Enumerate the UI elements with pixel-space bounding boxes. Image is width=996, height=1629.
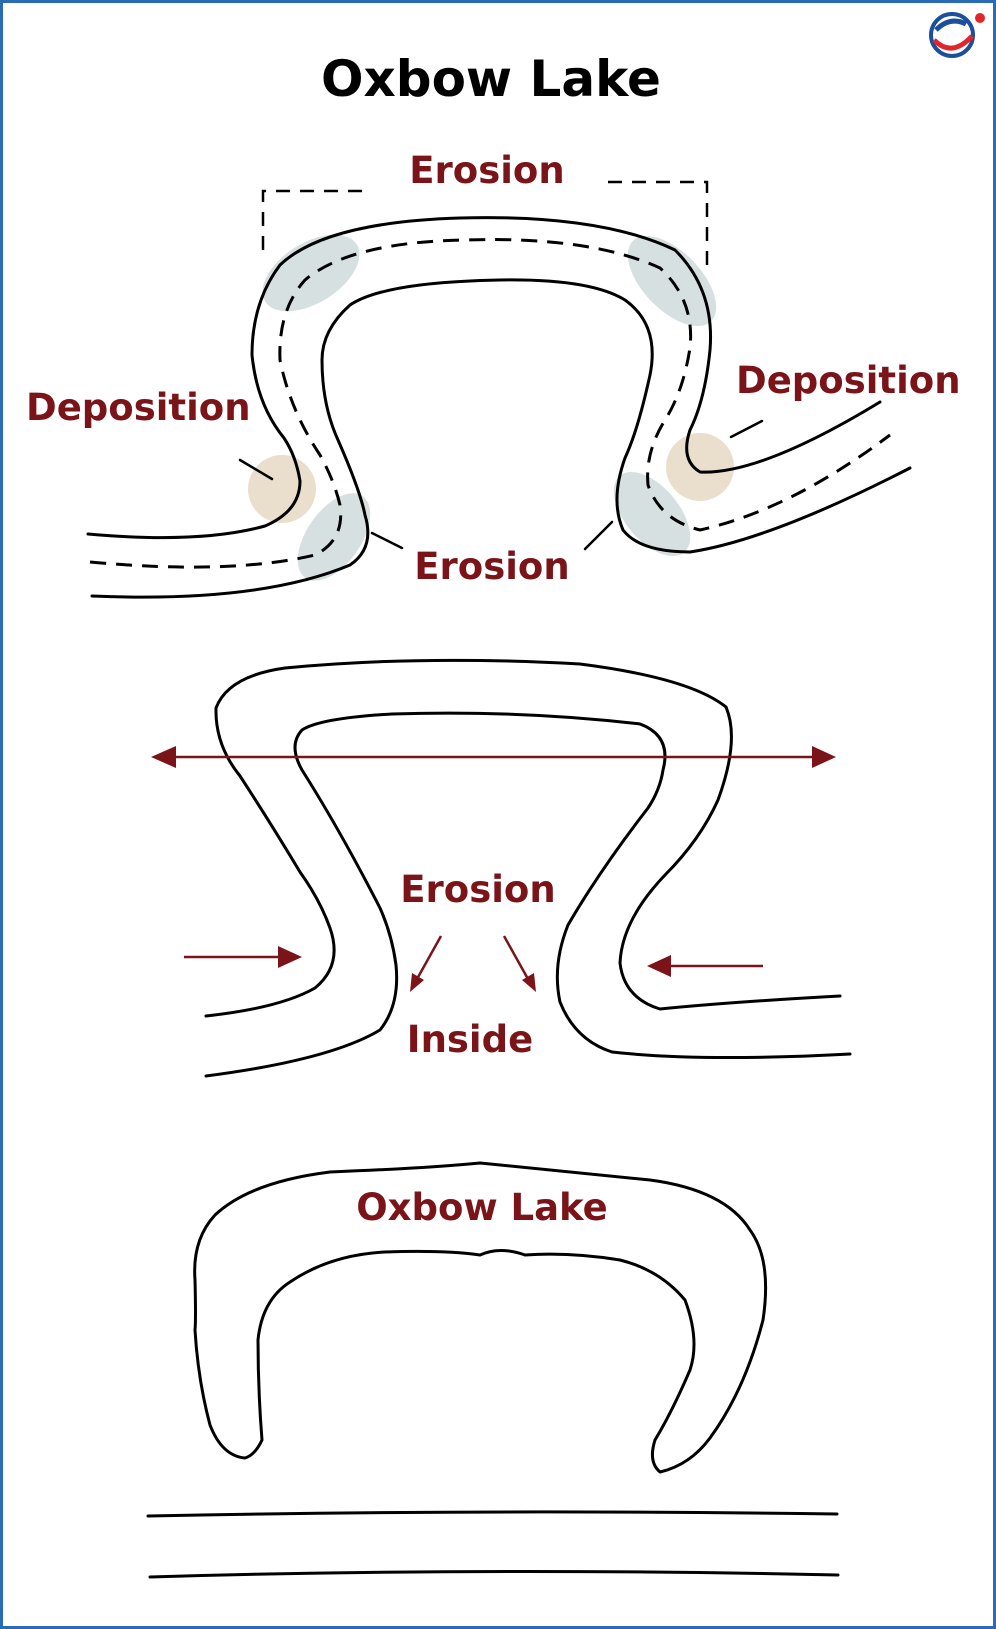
inner-arrow-left-head [410, 973, 424, 992]
erosion-zone-bottom-left [297, 493, 371, 581]
inner-arrow-right-head [522, 973, 536, 992]
river-outer-bank [90, 278, 912, 599]
neck-inner-bank [204, 658, 842, 1018]
deposition-zone-right [666, 433, 734, 501]
label-deposition-right: Deposition [736, 359, 961, 402]
oxbow-lake-shape [193, 1161, 768, 1474]
label-erosion-center: Erosion [400, 868, 555, 911]
pointer-deposition-left [238, 458, 274, 481]
stage-1-meander: Erosion Deposition Deposition Erosion [26, 149, 961, 599]
label-erosion-top: Erosion [409, 149, 564, 192]
stage-2-neck: Erosion Inside [151, 658, 852, 1078]
pointer-erosion-right [583, 520, 614, 551]
label-oxbow-lake: Oxbow Lake [356, 1186, 608, 1229]
pointer-deposition-right [729, 419, 764, 439]
erosion-zone-bottom-right [613, 471, 691, 557]
deposition-zone-left [248, 455, 316, 523]
label-inside: Inside [407, 1018, 533, 1061]
label-deposition-left: Deposition [26, 386, 251, 429]
erosion-bracket-right [608, 180, 709, 270]
width-arrow-left-head [151, 746, 176, 768]
erosion-zone-top-left [262, 234, 360, 312]
stage-3-oxbow-lake: Oxbow Lake [146, 1161, 840, 1579]
inner-arrow-left-line [415, 935, 443, 980]
erosion-bracket-left [261, 189, 362, 250]
river-flow-line [89, 238, 891, 569]
width-arrow-right-head [812, 746, 836, 768]
straight-river-upper-bank [146, 1510, 839, 1518]
label-erosion-bottom: Erosion [414, 545, 569, 588]
river-inner-bank [86, 216, 882, 540]
neck-outer-bank [204, 711, 852, 1078]
straight-river-lower-bank [148, 1569, 840, 1579]
page-title: Oxbow Lake [321, 50, 661, 108]
pointer-erosion-left [370, 531, 404, 550]
side-arrow-left-head [278, 946, 302, 968]
inner-arrow-right-line [502, 935, 530, 980]
side-arrow-right-head [647, 955, 671, 977]
logo-icon [929, 12, 985, 58]
